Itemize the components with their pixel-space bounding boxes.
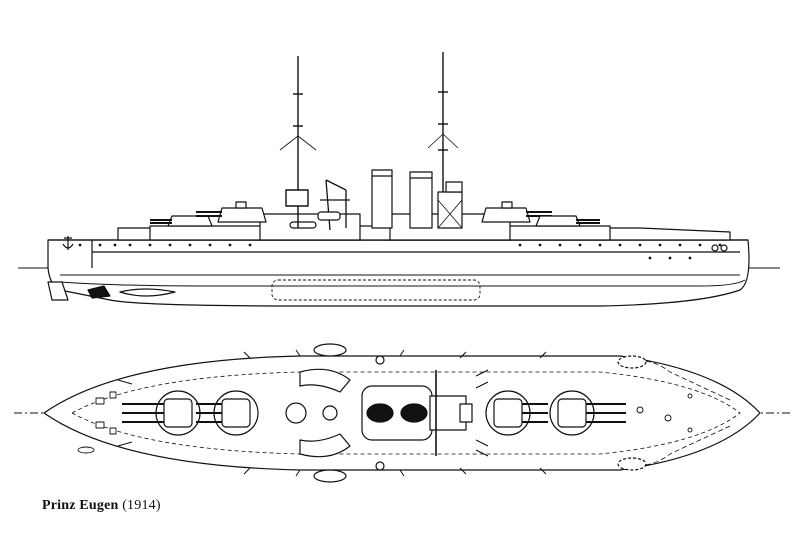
funnel [372, 170, 432, 228]
propeller [48, 282, 68, 300]
figure-caption: Prinz Eugen (1914) [42, 498, 161, 514]
side-elevation [18, 52, 780, 306]
anchor-icon [63, 236, 73, 250]
crane [320, 180, 350, 230]
deck-fittings [78, 392, 692, 453]
plan-view [14, 344, 790, 482]
funnel-plan [367, 404, 427, 422]
mast [286, 52, 448, 228]
main-turret-fore [482, 202, 600, 226]
porthole-row [78, 230, 722, 260]
ship-name: Prinz Eugen [42, 498, 119, 513]
main-turret-aft [150, 202, 266, 226]
turret-plan [122, 391, 626, 435]
ship-year: (1914) [122, 498, 161, 513]
boat-plan [286, 344, 384, 482]
